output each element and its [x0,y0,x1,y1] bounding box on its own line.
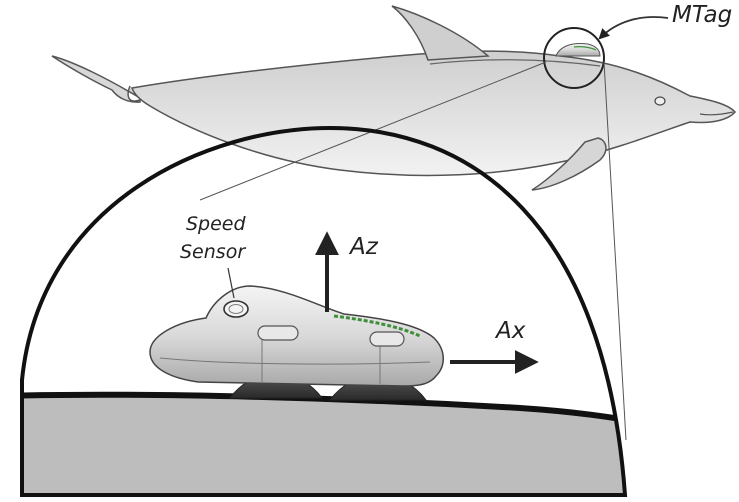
mtag-enlarged [149,285,444,387]
magnified-view: Speed Sensor Az Ax [20,125,628,497]
dolphin-tail-fluke [51,55,141,103]
projection-line-right [603,61,627,441]
speed-sensor-leader [227,267,235,299]
speed-sensor-label-line2: Sensor [180,241,246,263]
mtag-window-rear [369,331,405,347]
dolphin-eye [654,96,666,106]
mtag-window-front [257,325,299,341]
dolphin-ridge-line [429,59,601,67]
skin-surface-edge [22,391,625,425]
az-label: Az [348,234,379,260]
speed-sensor-label-line1: Speed [186,213,247,235]
ax-label: Ax [494,318,526,344]
mtag-stripe [333,314,421,338]
mtag-pointer-arrow [598,16,669,40]
magnify-circle [543,27,605,89]
skin-surface [22,394,625,495]
dome-outline [20,125,628,497]
mtag-on-dolphin [555,43,601,57]
dolphin-mouth [699,111,734,116]
dolphin-illustration [51,5,736,191]
mtag-label: MTag [672,2,732,28]
dolphin-body [131,50,736,177]
dolphin-pectoral-fin [531,137,607,191]
dolphin-dorsal-fin [391,5,490,61]
speed-sensor-inner [228,304,244,314]
speed-sensor [223,300,249,318]
mtag-seam-lower [159,357,431,365]
